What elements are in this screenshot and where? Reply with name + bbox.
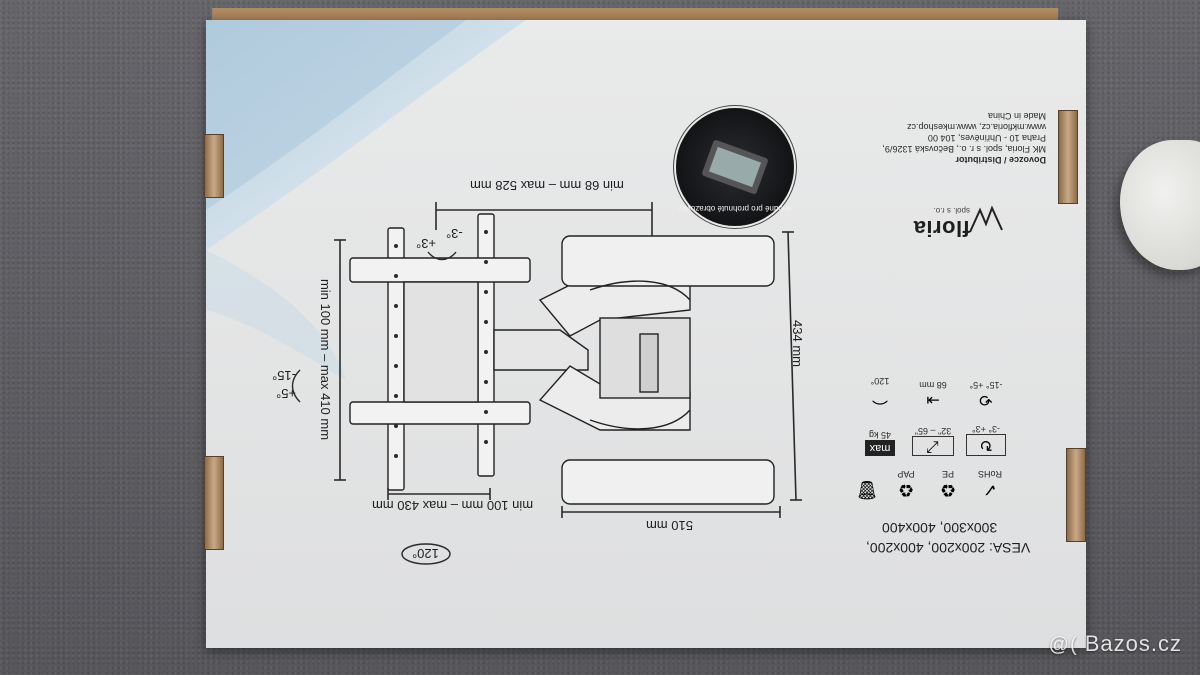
level-adjust-icon: ↻-3° +3° [964, 423, 1008, 456]
vesa-line-2: 300x300, 400x400 [882, 520, 998, 536]
max-load-icon: max 45 kg [860, 429, 900, 456]
tilt-icon: ⟲-15° +5° [969, 380, 1003, 408]
recycle-pe-icon: ♻PE [939, 469, 957, 500]
dimension-bottom-right: 510 mm [646, 518, 693, 533]
box-flap-tab-left-top [204, 134, 224, 198]
dimension-top: min 68 mm – max 528 mm [470, 178, 624, 193]
curved-screen-badge: vhodné pro prohnuté obrazovky [676, 108, 794, 226]
rotation-label: 120° [412, 546, 439, 561]
wall-distance-icon: ⇥68 mm [919, 380, 947, 408]
swivel-icon: ⌒120° [870, 376, 890, 404]
max-badge-icon: max [865, 440, 895, 456]
watermark-icon: @( [1048, 634, 1078, 656]
brand-name: floria [913, 216, 970, 241]
tilt-down-label: +5° [276, 386, 297, 401]
screen-size-icon: ⤢32" – 65" [910, 425, 956, 456]
dimension-bottom-left: min 100 mm – max 430 mm [372, 498, 534, 513]
swivel-label-b: +3° [416, 236, 437, 251]
brand-sub: spol. s r.o. [933, 206, 970, 215]
spec-icons: ✓RoHS ♻PE ♻PAP 🗑 ↻-3° +3° ⤢32" – 65" max… [848, 370, 1008, 500]
disposal-bin-icon: 🗑 [855, 480, 879, 500]
brand-block: floria spol. s r.o. [850, 206, 970, 241]
badge-text: vhodné pro prohnuté obrazovky [678, 204, 792, 213]
swivel-label-a: -3° [446, 226, 463, 241]
vesa-line-1: VESA: 200x200, 400x200, [866, 540, 1031, 556]
recycle-pap-icon: ♻PAP [897, 469, 915, 500]
dimension-right: 434 mm [789, 320, 805, 367]
distributor-block: Dovozce / Distributor MK Floria, spol. s… [882, 111, 1046, 165]
brand-logo-icon [966, 200, 1006, 240]
box-flap-tab-left-bottom [204, 456, 224, 550]
badge-graphic [702, 140, 768, 194]
box-flap-tab-right-top [1058, 110, 1078, 204]
watermark: @( Bazos.cz [1048, 631, 1182, 656]
tilt-up-label: -15° [272, 368, 296, 383]
box-flap-tab-right-bottom [1066, 448, 1086, 542]
rohs-check-icon: ✓RoHS [978, 469, 1003, 500]
dimension-left: min 100 mm – max 410 mm [318, 278, 334, 441]
